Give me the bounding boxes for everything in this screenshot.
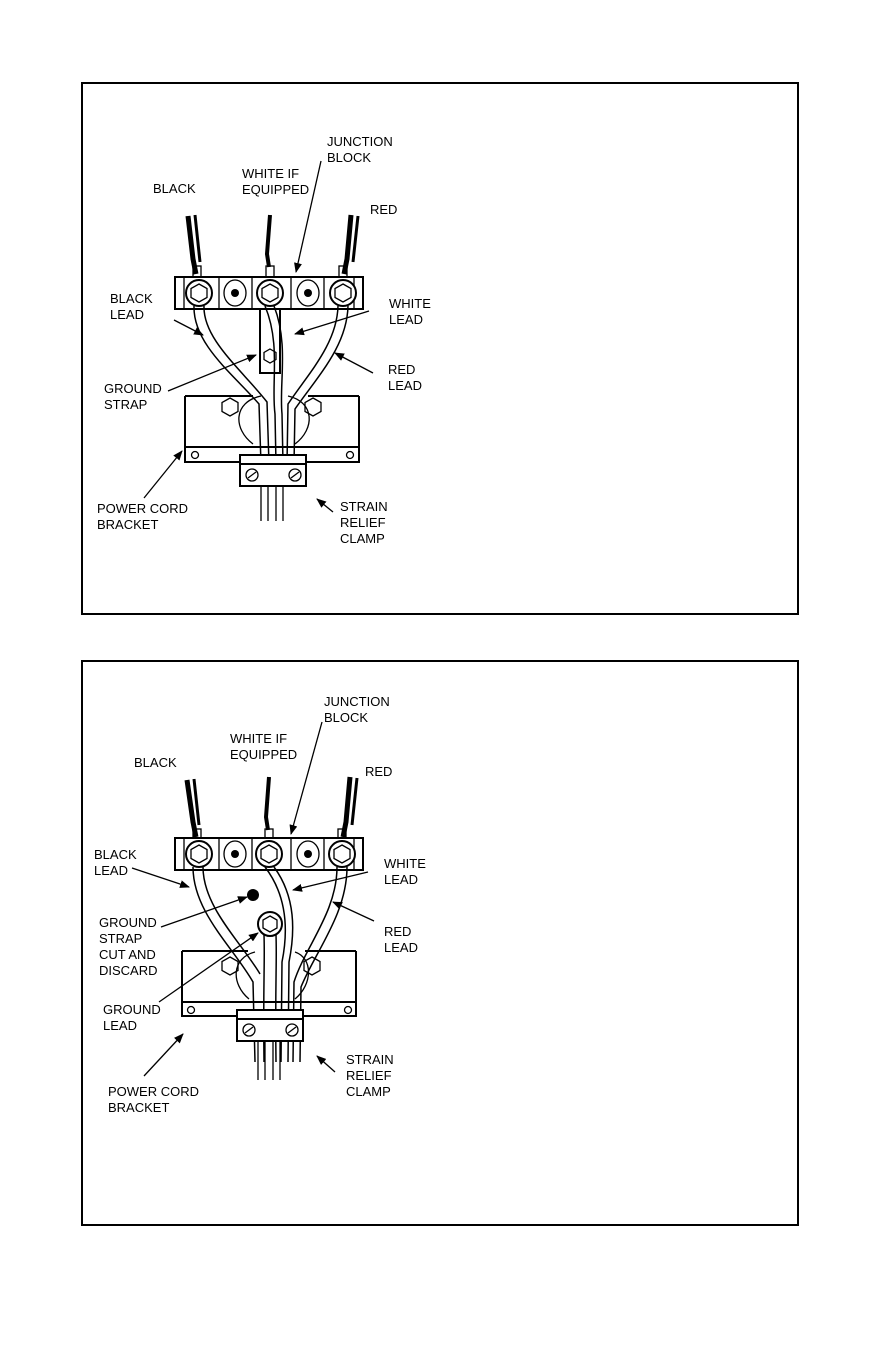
label-power-cord-1: POWER CORD <box>108 1084 199 1099</box>
wiring-diagram-ground-lead: BLACK WHITE IF EQUIPPED JUNCTION BLOCK R… <box>81 660 799 1226</box>
label-black-lead-1: BLACK <box>94 847 137 862</box>
label-red: RED <box>370 202 397 217</box>
label-black-lead-2: LEAD <box>110 307 144 322</box>
label-strain-1: STRAIN <box>340 499 388 514</box>
power-cord-bracket <box>182 951 356 1016</box>
callout-labels: BLACK WHITE IF EQUIPPED JUNCTION BLOCK R… <box>94 694 426 1115</box>
label-white-if-1: WHITE IF <box>230 731 287 746</box>
supply-wires <box>187 777 357 840</box>
diagram-drawing: BLACK WHITE IF EQUIPPED JUNCTION BLOCK R… <box>83 662 797 1224</box>
label-power-cord-2: BRACKET <box>108 1100 169 1115</box>
label-ground-strap-3: CUT AND <box>99 947 156 962</box>
label-black: BLACK <box>134 755 177 770</box>
label-red-lead-1: RED <box>384 924 411 939</box>
label-junction-2: BLOCK <box>327 150 371 165</box>
label-ground-strap-2: STRAP <box>104 397 147 412</box>
label-ground-strap-1: GROUND <box>104 381 162 396</box>
label-white-if-2: EQUIPPED <box>242 182 309 197</box>
label-power-cord-2: BRACKET <box>97 517 158 532</box>
label-strain-3: CLAMP <box>346 1084 391 1099</box>
label-junction-1: JUNCTION <box>324 694 390 709</box>
label-power-cord-1: POWER CORD <box>97 501 188 516</box>
label-red-lead-2: LEAD <box>388 378 422 393</box>
label-ground-lead-2: LEAD <box>103 1018 137 1033</box>
wiring-diagram-ground-strap: BLACK WHITE IF EQUIPPED JUNCTION BLOCK R… <box>81 82 799 615</box>
label-white-if-2: EQUIPPED <box>230 747 297 762</box>
label-white-if-1: WHITE IF <box>242 166 299 181</box>
supply-wires <box>188 215 358 277</box>
label-black-lead-2: LEAD <box>94 863 128 878</box>
label-strain-2: RELIEF <box>346 1068 392 1083</box>
diagram-drawing: BLACK WHITE IF EQUIPPED JUNCTION BLOCK R… <box>83 84 797 613</box>
label-ground-strap-2: STRAP <box>99 931 142 946</box>
label-junction-2: BLOCK <box>324 710 368 725</box>
junction-block <box>175 277 363 309</box>
label-white-lead-1: WHITE <box>389 296 431 311</box>
label-black: BLACK <box>153 181 196 196</box>
junction-block <box>175 838 363 870</box>
label-white-lead-1: WHITE <box>384 856 426 871</box>
label-strain-3: CLAMP <box>340 531 385 546</box>
label-red: RED <box>365 764 392 779</box>
label-strain-2: RELIEF <box>340 515 386 530</box>
strain-relief-clamp <box>240 455 306 521</box>
label-white-lead-2: LEAD <box>384 872 418 887</box>
label-red-lead-1: RED <box>388 362 415 377</box>
label-red-lead-2: LEAD <box>384 940 418 955</box>
label-strain-1: STRAIN <box>346 1052 394 1067</box>
label-ground-lead-1: GROUND <box>103 1002 161 1017</box>
label-ground-strap-1: GROUND <box>99 915 157 930</box>
label-black-lead-1: BLACK <box>110 291 153 306</box>
label-junction-1: JUNCTION <box>327 134 393 149</box>
power-cord-bracket <box>185 396 359 462</box>
label-ground-strap-4: DISCARD <box>99 963 158 978</box>
label-white-lead-2: LEAD <box>389 312 423 327</box>
